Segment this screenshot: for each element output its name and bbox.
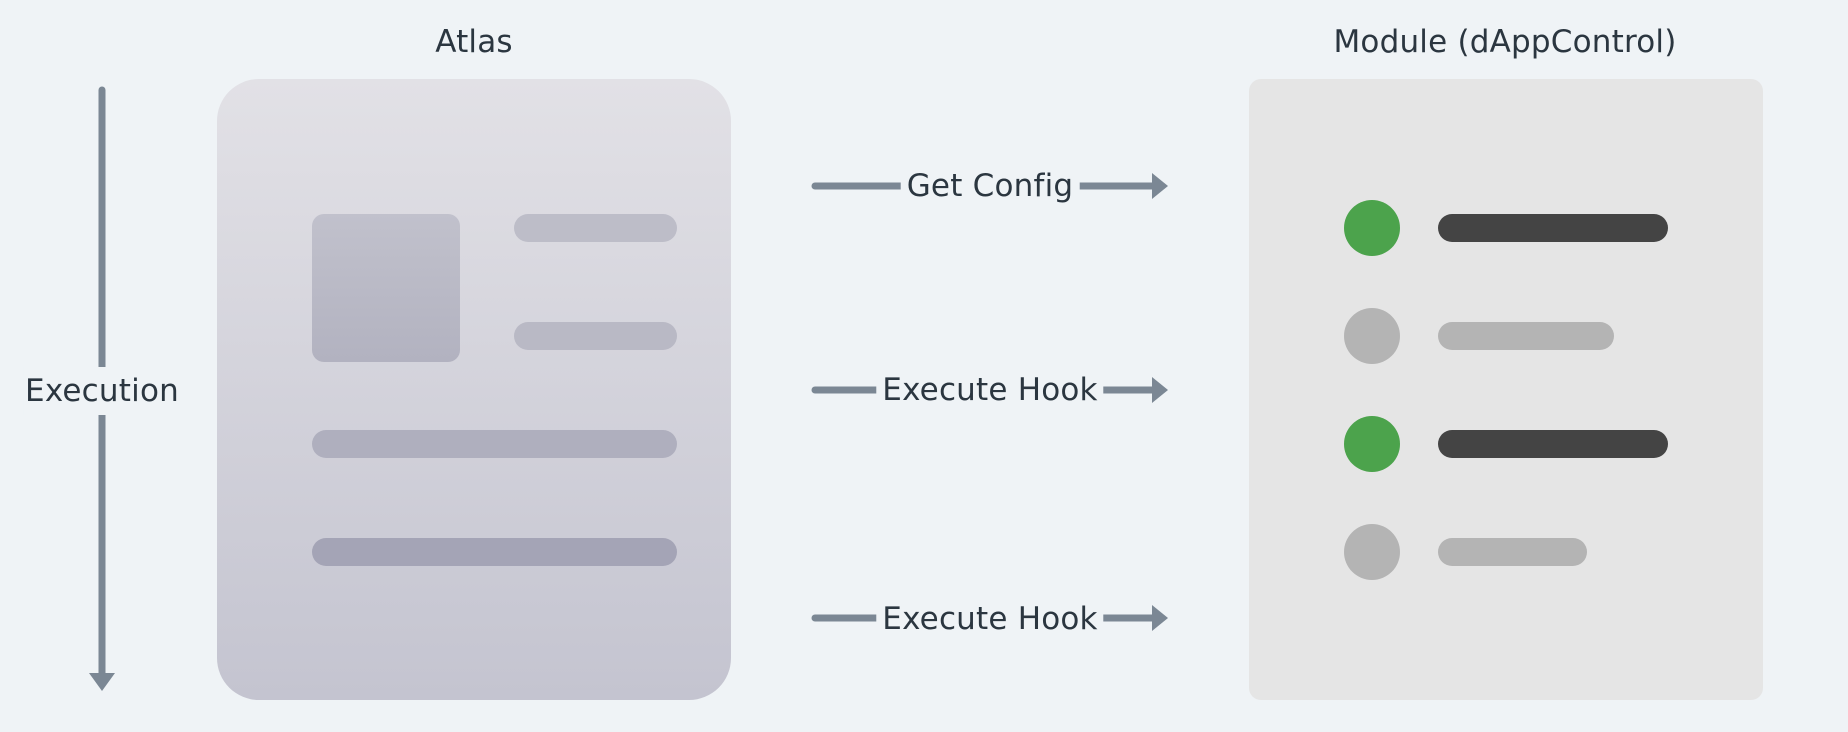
atlas-image-placeholder [312,214,460,362]
atlas-text-placeholder-1 [514,214,677,242]
get-config-arrow-head [1152,173,1168,199]
execution-label: Execution [23,367,181,415]
atlas-text-placeholder-4 [312,538,677,566]
atlas-title: Atlas [435,24,513,60]
module-item-1-status-dot [1344,200,1400,256]
execute-hook-label-2: Execute Hook [876,599,1104,639]
module-item-1-bar [1438,214,1668,242]
atlas-card [217,79,731,700]
get-config-label: Get Config [900,166,1080,206]
module-item-3-status-dot [1344,416,1400,472]
atlas-text-placeholder-3 [312,430,677,458]
execute-hook-arrow-1-head [1152,377,1168,403]
module-item-2-bar [1438,322,1614,350]
module-item-4-status-dot [1344,524,1400,580]
execute-hook-arrow-2-head [1152,605,1168,631]
module-item-2-status-dot [1344,308,1400,364]
atlas-text-placeholder-2 [514,322,677,350]
module-card [1249,79,1763,700]
module-item-4-bar [1438,538,1587,566]
execute-hook-label-1: Execute Hook [876,370,1104,410]
module-item-3-bar [1438,430,1668,458]
module-title: Module (dAppControl) [1333,24,1677,60]
execution-arrow-head [89,673,115,691]
